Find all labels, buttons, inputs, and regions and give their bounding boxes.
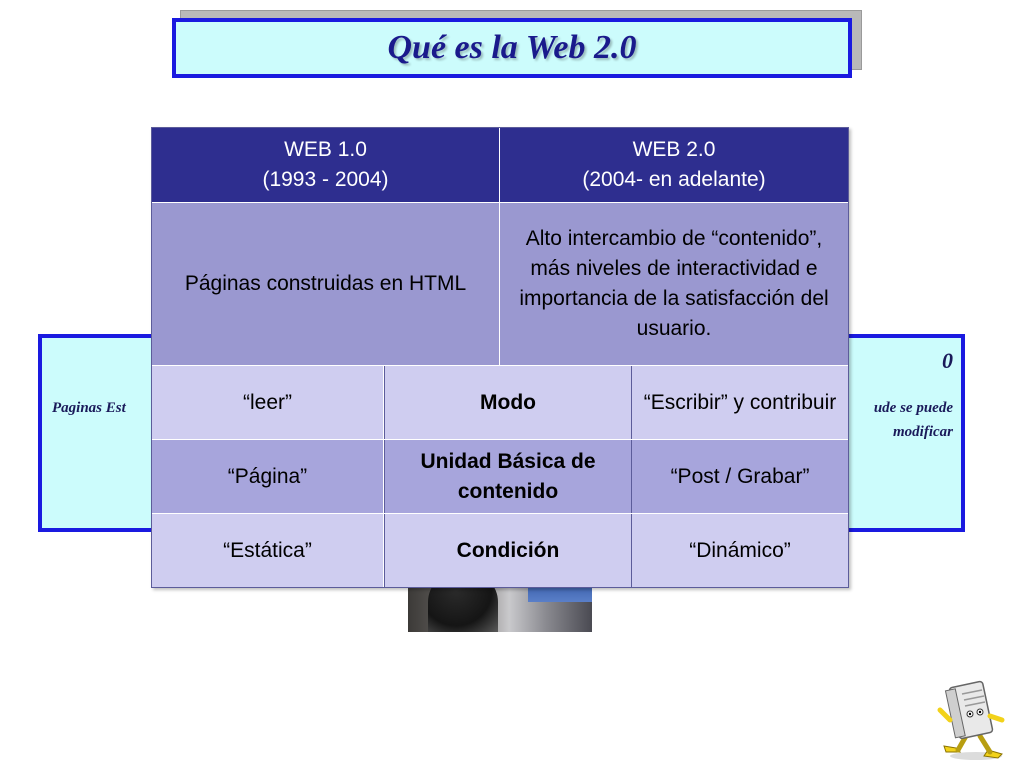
table-header-row: WEB 1.0 (1993 - 2004) WEB 2.0 (2004- en … [152,128,848,203]
comparison-table: WEB 1.0 (1993 - 2004) WEB 2.0 (2004- en … [151,127,849,588]
table-row: “Página” Unidad Básica de contenido “Pos… [152,440,848,514]
title-banner: Qué es la Web 2.0 [172,18,852,78]
row-mode-web2: “Escribir” y contribuir [632,366,848,439]
header-web1-title: WEB 1.0 [284,138,367,161]
row-unit-web1: “Página” [152,440,384,513]
table-description-row: Páginas construidas en HTML Alto interca… [152,203,848,366]
document-mascot-icon [937,680,1005,760]
header-web2-title: WEB 2.0 [632,138,716,161]
description-web1: Páginas construidas en HTML [152,203,500,365]
row-unit-web2: “Post / Grabar” [632,440,848,513]
header-web1: WEB 1.0 (1993 - 2004) [152,128,500,202]
row-condition-web1: “Estática” [152,514,384,587]
row-mode-web1: “leer” [152,366,384,439]
right-box-text-line2: modificar [893,424,953,440]
row-condition-web2: “Dinámico” [632,514,848,587]
left-box-text: Paginas Est [52,400,126,416]
right-box-heading: 0 [942,348,953,373]
header-web2: WEB 2.0 (2004- en adelante) [500,128,848,202]
right-box-text-line1: ude se puede [873,400,953,416]
slide-title: Qué es la Web 2.0 [387,29,637,66]
description-web2: Alto intercambio de “contenido”, más niv… [500,203,848,365]
header-web2-years: (2004- en adelante) [582,168,766,191]
row-mode-label: Modo [384,366,632,439]
table-row: “leer” Modo “Escribir” y contribuir [152,366,848,440]
table-row: “Estática” Condición “Dinámico” [152,514,848,587]
header-web1-years: (1993 - 2004) [262,168,389,191]
row-condition-label: Condición [384,514,632,587]
row-unit-label: Unidad Básica de contenido [384,440,632,513]
